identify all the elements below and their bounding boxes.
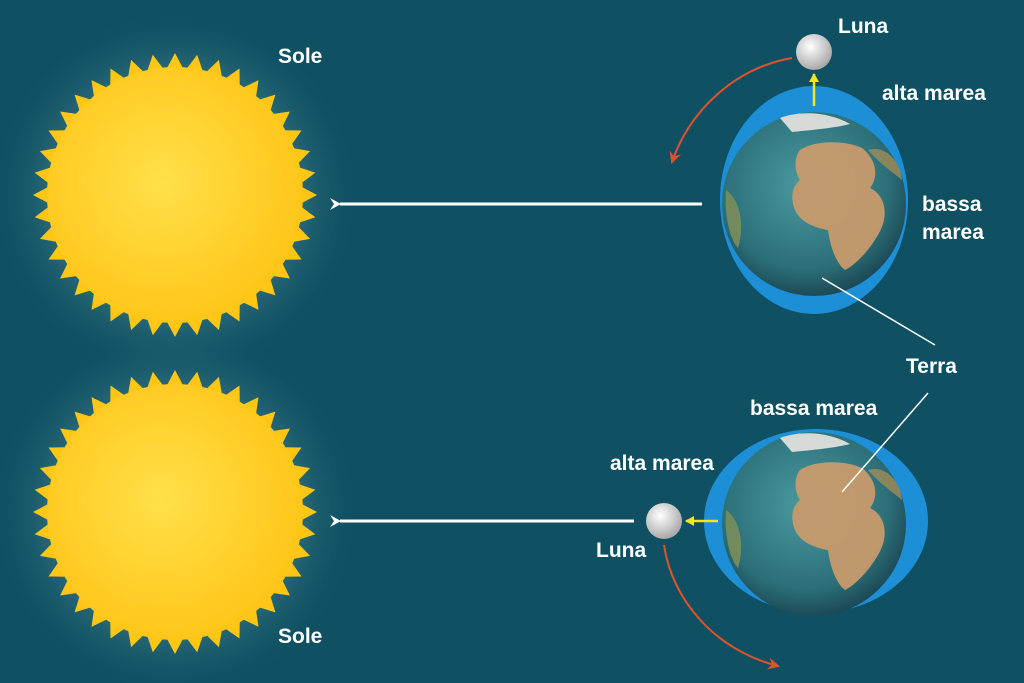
earth-label: Terra: [906, 355, 957, 378]
moon-label-top: Luna: [838, 15, 889, 38]
moon-orbit-arrow-bottom: [663, 544, 780, 670]
moon-label-bottom: Luna: [596, 539, 647, 562]
low-tide-label-bottom: bassa marea: [750, 397, 878, 420]
low-tide-label-top-line2: marea: [922, 221, 984, 244]
moon-orbit-arrow-top: [669, 57, 793, 164]
low-tide-label-top-line1: bassa: [922, 193, 982, 216]
sun-top: [0, 10, 360, 380]
continents-bottom: [792, 462, 885, 590]
continents-top: [792, 142, 885, 270]
moon-bottom: [646, 503, 682, 539]
sun-bottom: [0, 327, 360, 683]
earth-top: [720, 86, 908, 314]
earth-leader-line-bottom: [841, 392, 929, 493]
sun-label-bottom: Sole: [278, 625, 323, 648]
sun-label-top: Sole: [278, 45, 323, 68]
high-tide-label-bottom: alta marea: [610, 452, 714, 475]
earth-bottom: [704, 429, 928, 616]
earth-leader-line-top: [821, 277, 936, 346]
high-tide-label-top: alta marea: [882, 82, 986, 105]
moon-top: [796, 34, 832, 70]
